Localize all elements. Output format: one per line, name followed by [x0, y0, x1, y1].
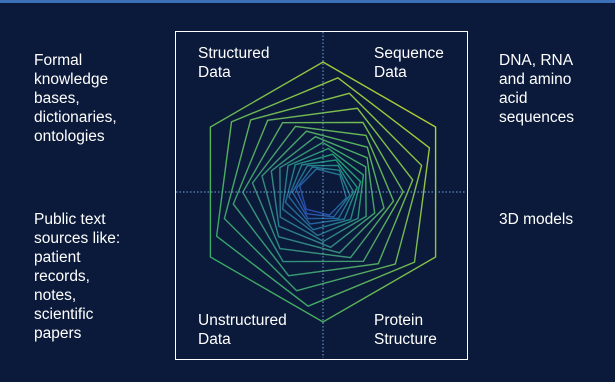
unstructured-data-label: Unstructured Data — [198, 312, 287, 348]
protein-structure-label: Protein Structure — [374, 312, 437, 348]
spiral-hexagon — [215, 76, 431, 308]
spiral-hexagon — [261, 130, 385, 254]
spiral-hexagon — [298, 168, 348, 216]
spiral-hexagon — [209, 61, 437, 323]
spiral-hexagon — [295, 166, 351, 218]
sequences-text: DNA, RNA and amino acid sequences — [499, 52, 574, 126]
spiral-hexagon — [281, 147, 365, 237]
data-types-panel: Structured Data Sequence Data Unstructur… — [175, 31, 468, 360]
spiral-hexagon-graphic — [176, 32, 466, 358]
structured-data-label: Structured Data — [198, 45, 270, 81]
sequence-data-label: Sequence Data — [374, 45, 444, 81]
spiral-hexagon — [232, 107, 414, 277]
spiral-hexagon — [284, 153, 362, 231]
spiral-hexagon — [241, 121, 405, 263]
spiral-hexagon — [223, 92, 423, 292]
3d-models-text: 3D models — [499, 211, 574, 228]
spiral-hexagon — [288, 159, 358, 225]
spiral-hexagon — [270, 135, 376, 249]
spiral-hexagon — [251, 125, 395, 259]
spiral-hexagon — [279, 141, 367, 243]
public-text-sources-text: Public text sources like: patient record… — [34, 211, 121, 342]
knowledge-bases-text: Formal knowledge bases, dictionaries, on… — [34, 52, 117, 145]
accent-bar — [0, 0, 615, 3]
